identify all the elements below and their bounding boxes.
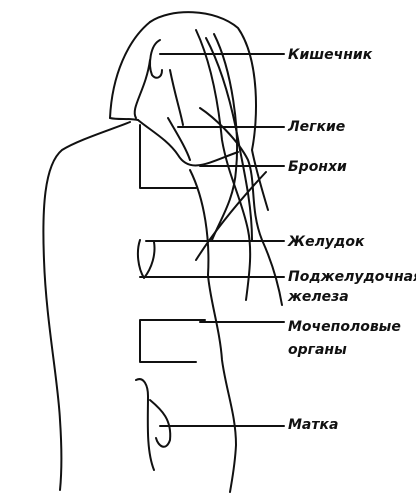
- label-pancreas-line1: Поджелудочная: [288, 268, 416, 287]
- label-urogenital-line1: Мочеполовые: [288, 318, 401, 337]
- hair-strand: [110, 22, 150, 118]
- body-outline-left: [43, 122, 130, 490]
- label-pancreas-line2: железа: [288, 288, 349, 307]
- body-outline-right: [190, 170, 236, 492]
- hair-strand: [170, 70, 183, 125]
- intestine-loop: [150, 40, 162, 78]
- label-uterus: Матка: [288, 416, 338, 435]
- label-bronchi: Бронхи: [288, 158, 347, 177]
- label-urogenital-line2: органы: [288, 341, 347, 360]
- hair-strand: [168, 118, 190, 160]
- hair-strand: [110, 118, 138, 120]
- buttock-left: [136, 379, 154, 470]
- buttock-right: [150, 400, 170, 447]
- label-stomach: Желудок: [288, 233, 364, 252]
- hair-strand: [206, 38, 252, 240]
- label-intestine: Кишечник: [288, 46, 372, 65]
- label-lungs: Легкие: [288, 118, 345, 137]
- hair-strand: [135, 60, 150, 118]
- urogenital-shape: [140, 320, 205, 362]
- stomach-shape: [138, 240, 155, 278]
